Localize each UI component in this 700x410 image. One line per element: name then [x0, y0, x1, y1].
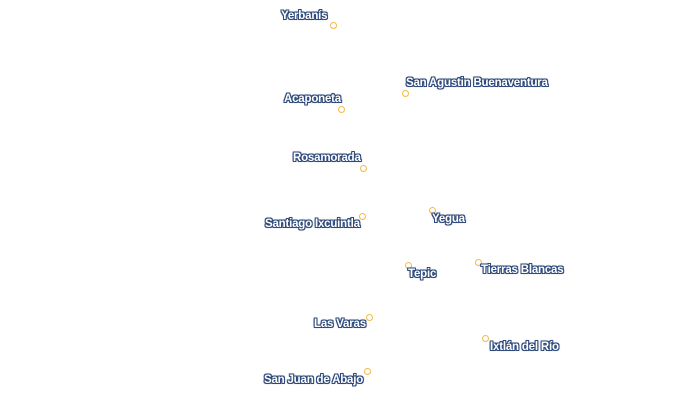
- place-marker-icon[interactable]: [359, 213, 366, 220]
- place-label: Santiago Ixcuintla: [265, 218, 360, 230]
- place-label: Tepic: [408, 268, 437, 280]
- place-marker-icon[interactable]: [330, 22, 337, 29]
- place-label: San Juan de Abajo: [264, 374, 364, 386]
- place-label: San Agustin Buenaventura: [406, 77, 548, 89]
- place-marker-icon[interactable]: [366, 314, 373, 321]
- place-label: Yerbanís: [281, 10, 328, 22]
- place-marker-icon[interactable]: [364, 368, 371, 375]
- place-marker-icon[interactable]: [402, 90, 409, 97]
- place-marker-icon[interactable]: [482, 335, 489, 342]
- place-label: Yegua: [432, 213, 465, 225]
- place-marker-icon[interactable]: [360, 165, 367, 172]
- place-label: Rosamorada: [293, 152, 361, 164]
- place-label: Ixtlán del Río: [490, 341, 559, 353]
- place-label: Acaponeta: [284, 93, 341, 105]
- place-marker-icon[interactable]: [429, 207, 436, 214]
- place-label: Tierras Blancas: [481, 264, 564, 276]
- place-label: Las Varas: [314, 318, 366, 330]
- place-marker-icon[interactable]: [405, 262, 412, 269]
- place-marker-icon[interactable]: [338, 106, 345, 113]
- place-marker-icon[interactable]: [475, 259, 482, 266]
